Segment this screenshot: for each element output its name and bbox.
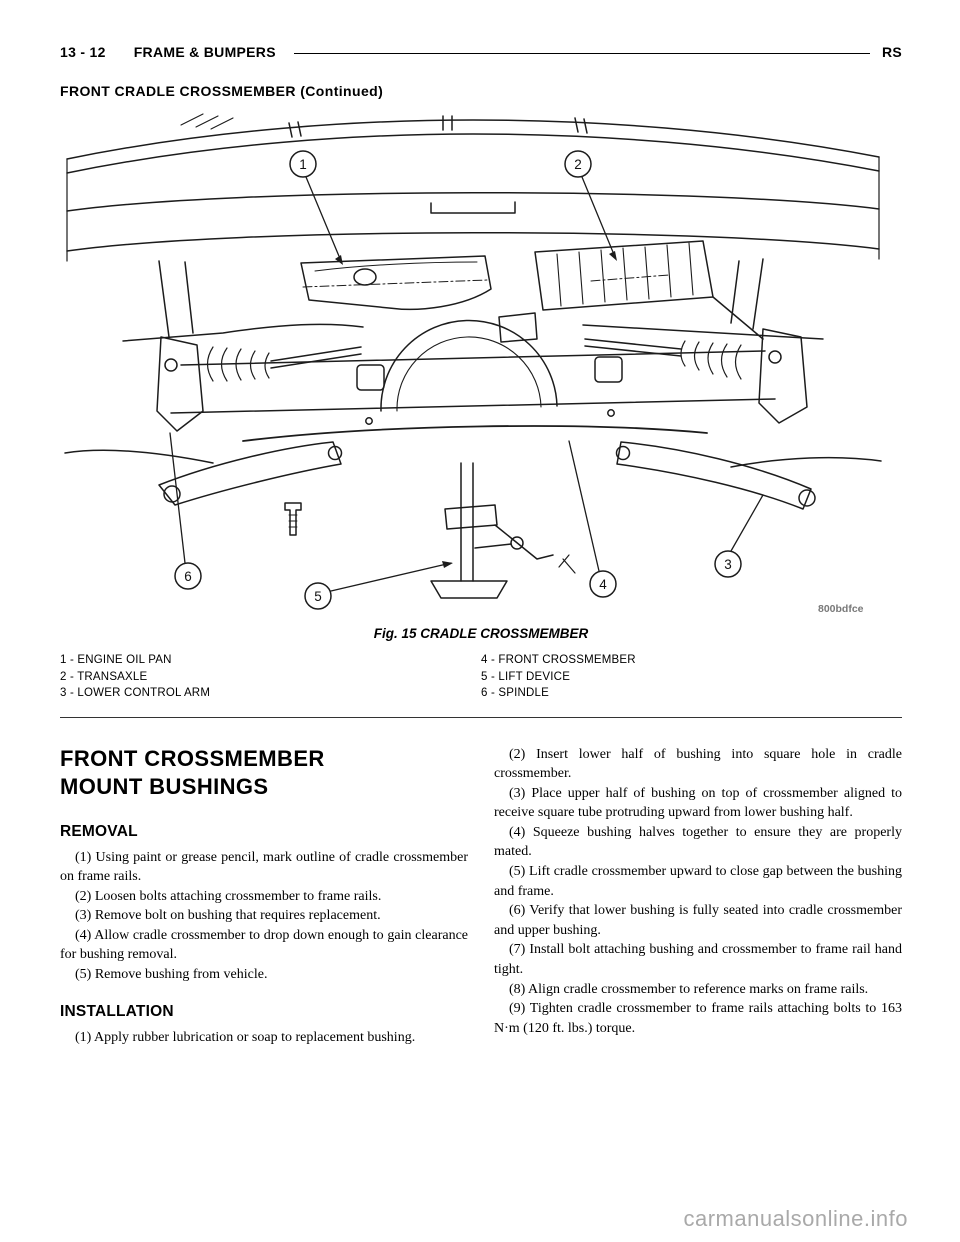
callout-5: 5	[314, 589, 322, 604]
callout-6: 6	[184, 569, 192, 584]
removal-heading: REMOVAL	[60, 822, 138, 840]
continued-title: FRONT CRADLE CROSSMEMBER (Continued)	[60, 83, 384, 99]
installation-step-8: (8) Align cradle crossmember to referenc…	[509, 981, 869, 997]
figure-legend: 1 - ENGINE OIL PAN 2 - TRANSAXLE 3 - LOW…	[60, 652, 902, 702]
installation-heading: INSTALLATION	[60, 1002, 174, 1020]
right-column: (2) Insert lower half of bushing into sq…	[494, 745, 902, 1048]
model-code: RS	[881, 44, 902, 60]
callout-4: 4	[599, 577, 607, 592]
cradle-crossmember-drawing	[170, 312, 776, 442]
page-header: 13 - 12 FRAME & BUMPERS RS	[60, 44, 902, 60]
legend-column-left: 1 - ENGINE OIL PAN 2 - TRANSAXLE 3 - LOW…	[60, 652, 481, 702]
section-title: FRAME & BUMPERS	[133, 44, 276, 60]
legend-item: 5 - LIFT DEVICE	[481, 670, 571, 683]
header-rule	[293, 53, 870, 54]
callout-2: 2	[574, 157, 582, 172]
engine-oil-pan-drawing	[122, 255, 492, 342]
installation-step-5: (5) Lift cradle crossmember upward to cl…	[494, 864, 902, 899]
legend-column-right: 4 - FRONT CROSSMEMBER 5 - LIFT DEVICE 6 …	[481, 652, 902, 702]
body-outline-drawing	[64, 113, 882, 468]
lift-device-drawing	[430, 462, 576, 599]
removal-step-5: (5) Remove bushing from vehicle.	[75, 967, 268, 983]
article-title-line1: FRONT CROSSMEMBER	[60, 745, 325, 771]
removal-step-4: (4) Allow cradle crossmember to drop dow…	[60, 927, 468, 963]
left-column: FRONT CROSSMEMBER MOUNT BUSHINGS REMOVAL…	[60, 745, 468, 1048]
section-divider	[60, 716, 902, 718]
installation-step-6: (6) Verify that lower bushing is fully s…	[494, 903, 902, 938]
installation-step-1: (1) Apply rubber lubrication or soap to …	[75, 1029, 416, 1045]
callout-3: 3	[724, 557, 732, 572]
figure-caption: Fig. 15 CRADLE CROSSMEMBER	[373, 626, 589, 641]
installation-step-3: (3) Place upper half of bushing on top o…	[494, 785, 902, 821]
figure-15: 1 2 3 4 5 6 800bdfce Fig. 15 CRADLE CROS…	[60, 111, 902, 702]
installation-step-4: (4) Squeeze bushing halves together to e…	[494, 824, 902, 860]
removal-step-3: (3) Remove bolt on bushing that requires…	[75, 908, 381, 924]
legend-item: 4 - FRONT CROSSMEMBER	[481, 654, 636, 666]
callout-numbers: 1 2 3 4 5 6	[184, 157, 732, 604]
legend-item: 6 - SPINDLE	[481, 687, 550, 699]
watermark: carmanualsonline.info	[683, 1206, 908, 1231]
installation-step-7: (7) Install bolt attaching bushing and c…	[494, 942, 902, 978]
left-axle-spindle-drawing	[156, 336, 362, 432]
figure-illustration: 1 2 3 4 5 6 800bdfce	[64, 113, 882, 615]
right-control-arm-drawing	[615, 441, 816, 510]
legend-item: 3 - LOWER CONTROL ARM	[60, 687, 211, 699]
callout-leaders	[169, 176, 764, 592]
installation-step-9: (9) Tighten cradle crossmember to frame …	[494, 1001, 902, 1036]
article-title: FRONT CROSSMEMBER MOUNT BUSHINGS	[60, 745, 468, 801]
body-columns: FRONT CROSSMEMBER MOUNT BUSHINGS REMOVAL…	[60, 745, 902, 1048]
bolt-drawing	[284, 502, 302, 536]
article-title-line2: MOUNT BUSHINGS	[60, 773, 269, 799]
removal-step-1: (1) Using paint or grease pencil, mark o…	[60, 849, 468, 885]
legend-item: 2 - TRANSAXLE	[60, 670, 148, 683]
callout-1: 1	[299, 157, 307, 172]
leader-arrowheads	[335, 251, 617, 568]
removal-step-2: (2) Loosen bolts attaching crossmember t…	[75, 888, 382, 904]
installation-step-2: (2) Insert lower half of bushing into sq…	[494, 746, 902, 782]
callout-balloons	[174, 150, 742, 610]
figure-image-code: 800bdfce	[818, 603, 864, 615]
page-number: 13 - 12	[60, 44, 106, 60]
transaxle-drawing	[534, 240, 824, 340]
left-control-arm-drawing	[158, 441, 343, 506]
right-axle-drawing	[584, 328, 808, 424]
legend-item: 1 - ENGINE OIL PAN	[60, 654, 172, 666]
